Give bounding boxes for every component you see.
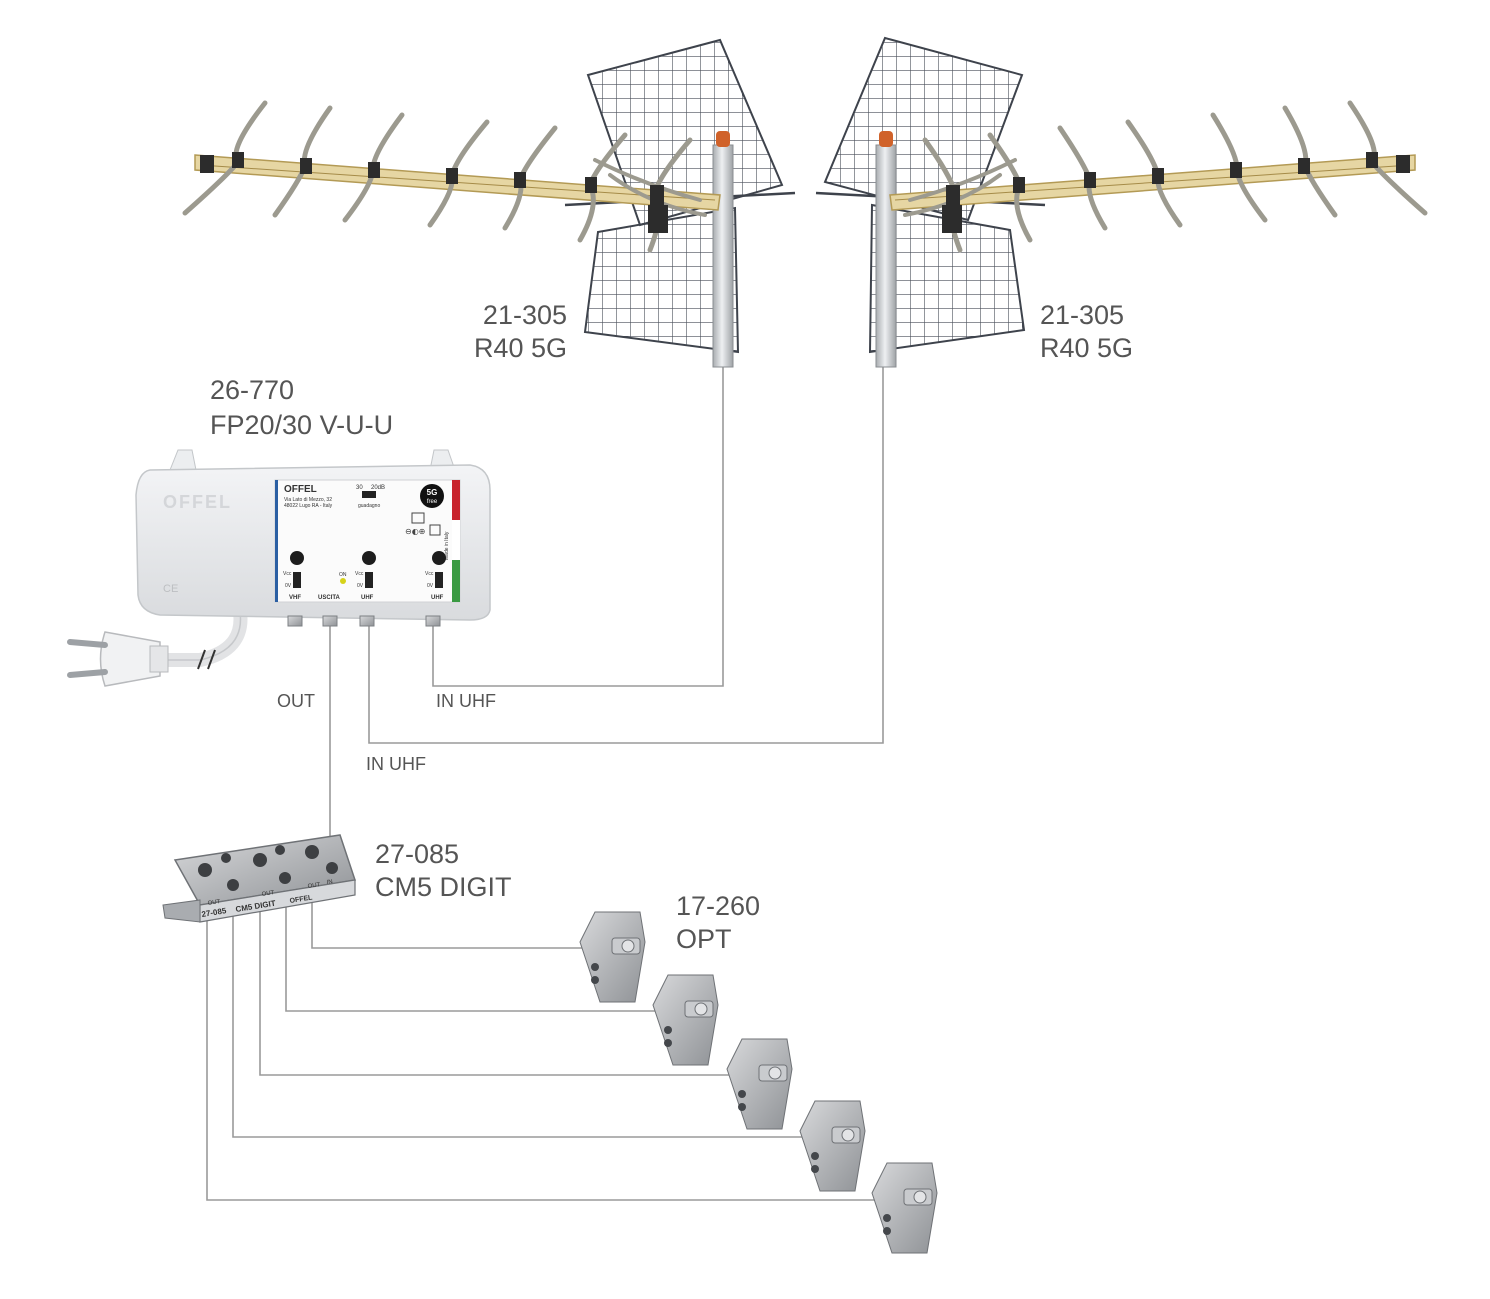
- tv-outlet-5[interactable]: [871, 1162, 938, 1254]
- panel-address-1: Via Lato di Mezzo, 32: [284, 497, 332, 503]
- vhf-gain-knob[interactable]: [290, 551, 304, 565]
- splitter-out-label-3: OUT: [307, 882, 321, 890]
- power-led: [340, 578, 346, 584]
- splitter-out-label-1: OUT: [207, 899, 221, 907]
- splitter-model: CM5 DIGIT: [375, 872, 512, 902]
- uhf2-0v-label: 0V: [427, 583, 434, 589]
- port-label-uhf1: UHF: [361, 595, 374, 601]
- cable-left-antenna: [432, 360, 724, 687]
- tv-outlet-3[interactable]: [726, 1038, 793, 1130]
- antenna-left: [182, 38, 796, 368]
- manual-icon: [411, 512, 425, 524]
- grid-reflector-right: [815, 36, 1046, 354]
- uhf1-0v-label: 0V: [357, 583, 364, 589]
- gain-switch[interactable]: [362, 491, 376, 498]
- amplifier-code: 26-770: [210, 375, 294, 405]
- vhf-vcc-label: Vcc: [283, 571, 292, 577]
- connector-vhf[interactable]: [287, 615, 303, 627]
- uhf2-vcc-label: Vcc: [425, 571, 434, 577]
- amplifier-connectors: [287, 615, 441, 627]
- double-insulation-icon: [429, 524, 441, 536]
- connector-uhf1[interactable]: [359, 615, 375, 627]
- cable-label-in-uhf-2: IN UHF: [366, 754, 426, 774]
- made-in-italy: Made in Italy: [444, 531, 450, 560]
- panel-address-2: 48022 Lugo RA - Italy: [284, 503, 333, 509]
- connector-uhf2[interactable]: [425, 615, 441, 627]
- polarity-icon: ⊖◐⊕: [405, 527, 425, 536]
- tv-outlet-2[interactable]: [652, 974, 719, 1066]
- cable-label-out: OUT: [277, 691, 315, 711]
- element-clamps-left: [200, 152, 668, 233]
- uhf2-gain-knob[interactable]: [432, 551, 446, 565]
- cable-outlet-4: [232, 905, 812, 1138]
- outlet-code: 17-260: [676, 891, 760, 921]
- cable-outlet-3: [259, 905, 740, 1076]
- ce-mark: CE: [163, 583, 178, 595]
- vhf-power-switch[interactable]: [293, 572, 301, 588]
- cable-outlet-5: [206, 905, 885, 1201]
- antenna-right-model: R40 5G: [1040, 333, 1133, 363]
- tv-outlet-1[interactable]: [579, 911, 646, 1003]
- panel-brand: OFFEL: [284, 484, 317, 495]
- gain-20-label: 20dB: [371, 485, 385, 491]
- cable-outlet-2: [285, 895, 665, 1012]
- vhf-0v-label: 0V: [285, 583, 292, 589]
- cable-label-in-uhf-1: IN UHF: [436, 691, 496, 711]
- port-label-uscita: USCITA: [318, 595, 341, 601]
- splitter-out-label-2: OUT: [261, 890, 275, 898]
- uhf1-vcc-label: Vcc: [355, 571, 364, 577]
- badge-5g-free: [420, 484, 444, 508]
- port-label-vhf: VHF: [289, 595, 301, 601]
- outlets: [579, 911, 938, 1254]
- uhf1-power-switch[interactable]: [365, 572, 373, 588]
- port-label-uhf2: UHF: [431, 595, 444, 601]
- antenna-right: [815, 36, 1428, 368]
- mast-left: [712, 144, 734, 368]
- splitter-code: 27-085: [375, 839, 459, 869]
- badge-free-text: free: [427, 499, 438, 505]
- uhf2-power-switch[interactable]: [435, 572, 443, 588]
- uhf1-gain-knob[interactable]: [362, 551, 376, 565]
- on-label: ON: [339, 572, 347, 578]
- amplifier-embossed-logo: OFFEL: [163, 492, 232, 512]
- cable-right-antenna: [368, 360, 884, 744]
- cable-outlet-1: [311, 895, 592, 949]
- tv-outlet-4[interactable]: [799, 1100, 866, 1192]
- power-plug: [67, 631, 169, 687]
- antenna-right-code: 21-305: [1040, 300, 1124, 330]
- outlet-model: OPT: [676, 924, 732, 954]
- amplifier-unit: OFFEL CE OFFEL Via Lato di Mezzo, 32 480…: [67, 449, 491, 687]
- splitter-unit: 27-085 CM5 DIGIT OFFEL OUT OUT OUT IN: [162, 834, 356, 923]
- antenna-left-code: 21-305: [483, 300, 567, 330]
- badge-5g-text: 5G: [427, 488, 438, 497]
- element-clamps-right: [942, 152, 1410, 233]
- splitter-in-label: IN: [326, 879, 333, 886]
- mast-right: [875, 144, 897, 368]
- splitter-body-code: 27-085: [201, 906, 228, 919]
- splitter-body-brand: OFFEL: [289, 894, 313, 905]
- antenna-left-model: R40 5G: [474, 333, 567, 363]
- gain-label: guadagno: [358, 503, 380, 509]
- connector-out[interactable]: [322, 615, 338, 627]
- cables: [206, 360, 885, 1201]
- gain-30-label: 30: [356, 485, 363, 491]
- amplifier-model: FP20/30 V-U-U: [210, 410, 393, 440]
